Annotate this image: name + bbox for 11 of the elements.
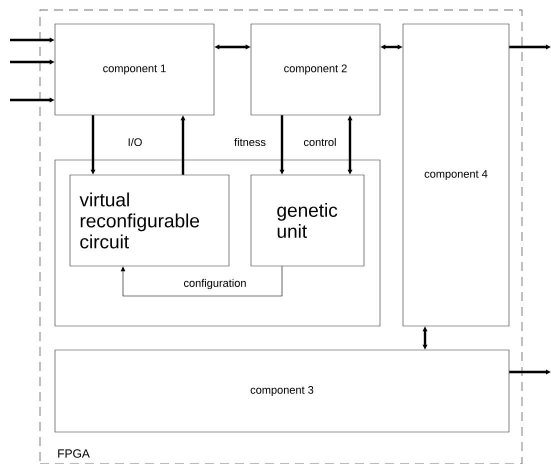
- edge-label: fitness: [233, 136, 267, 148]
- component-box: component 1: [54, 24, 214, 116]
- arrow: [120, 266, 282, 296]
- component-box: component 4: [402, 24, 510, 326]
- edge-label: configuration: [182, 278, 248, 290]
- edge-label: control: [302, 136, 338, 148]
- component-box: component 3: [54, 350, 510, 432]
- component-box: component 2: [250, 24, 380, 116]
- unit-box: genetic unit: [250, 174, 364, 266]
- unit-box: virtual reconfigurable circuit: [70, 174, 230, 266]
- signal-label: I/O: [128, 138, 142, 146]
